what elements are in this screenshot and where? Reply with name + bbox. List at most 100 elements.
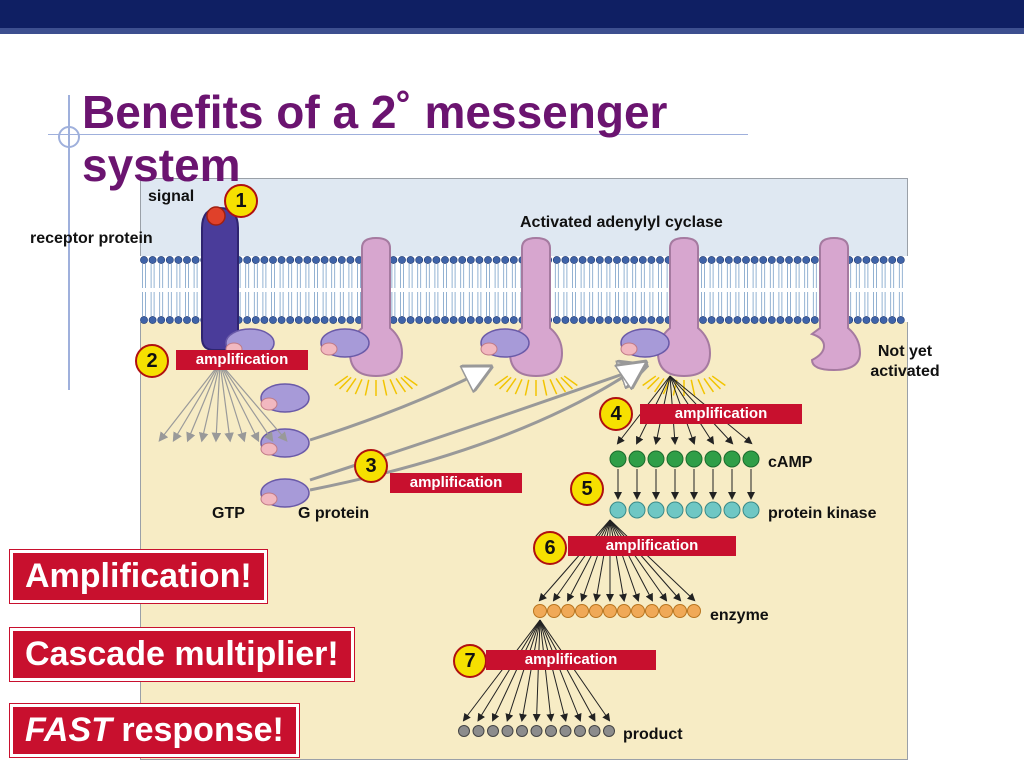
scatter-arrow — [158, 362, 221, 442]
enzyme-molecule — [589, 604, 603, 618]
activation-glow — [389, 378, 398, 395]
amplification-label-2: amplification — [176, 350, 308, 370]
callout-fast-word: FAST — [25, 711, 112, 749]
lipid-tail — [709, 264, 714, 316]
lipid-tail — [787, 264, 791, 316]
lipid-head — [157, 256, 166, 264]
lipid-head — [862, 316, 871, 324]
lipid-head — [140, 316, 148, 324]
lipid-head — [699, 256, 707, 264]
lipid-tail — [855, 264, 860, 316]
lipid-head — [802, 316, 811, 324]
lipid-tail — [606, 264, 611, 316]
protein-kinase — [704, 501, 722, 519]
lipid-head — [501, 316, 510, 324]
product-molecule — [603, 725, 615, 737]
lipid-head — [466, 256, 475, 264]
lipid-tail — [262, 264, 267, 316]
lipid-tail — [451, 264, 456, 316]
lipid-head — [337, 256, 346, 264]
lipid-head — [269, 256, 277, 264]
lipid-head — [312, 316, 320, 324]
lipid-tail — [486, 264, 490, 316]
lipid-head — [570, 256, 578, 264]
enzyme-molecule — [659, 604, 673, 618]
activation-glow — [703, 378, 715, 393]
lipid-tail — [159, 264, 164, 316]
slide-title: Benefits of a 2˚ messenger system — [82, 86, 668, 191]
activation-glow — [555, 378, 567, 393]
lipid-head — [587, 316, 596, 324]
enzyme-molecule — [603, 604, 617, 618]
lipid-head — [475, 316, 484, 324]
lipid-head — [552, 256, 561, 264]
scatter-arrow — [219, 362, 247, 443]
product-molecule — [574, 725, 586, 737]
lipid-head — [165, 316, 174, 324]
lipid-head — [183, 316, 191, 324]
lipid-tail — [468, 264, 473, 316]
lipid-head — [638, 256, 647, 264]
amplification-label-7: amplification — [486, 650, 656, 670]
lipid-head — [561, 316, 570, 324]
activation-glow — [364, 379, 370, 396]
lipid-head — [509, 316, 518, 324]
product-molecule — [472, 725, 485, 737]
lipid-head — [552, 316, 561, 324]
lipid-head — [174, 316, 183, 324]
lipid-head — [793, 256, 802, 264]
lipid-head — [630, 316, 639, 324]
lipid-head — [406, 316, 415, 324]
lipid-head — [492, 256, 501, 264]
enzyme-to-product-arrow — [539, 619, 596, 722]
lipid-head — [320, 316, 329, 324]
pk-to-enzyme-arrow — [609, 519, 653, 602]
lipid-tail — [305, 264, 310, 316]
lipid-head — [260, 256, 269, 264]
lipid-head — [604, 316, 613, 324]
lipid-tail — [443, 264, 447, 316]
lipid-head — [441, 316, 449, 324]
protein-kinase — [666, 501, 684, 519]
lipid-head — [346, 316, 355, 324]
lipid-tail — [417, 264, 422, 316]
lipid-head — [802, 256, 811, 264]
camp-molecule — [666, 450, 684, 468]
lipid-tail — [752, 264, 757, 316]
scatter-arrow — [219, 362, 288, 442]
enzyme-molecule — [673, 604, 687, 618]
activation-glow — [653, 378, 665, 393]
lipid-head — [767, 316, 776, 324]
lipid-tail — [615, 264, 619, 316]
camp-molecule — [685, 450, 703, 468]
lipid-head — [613, 316, 621, 324]
pk-to-enzyme-arrow — [552, 519, 611, 602]
lipid-head — [148, 316, 157, 324]
lipid-tail — [142, 264, 146, 316]
enzyme-to-product-arrow — [532, 619, 541, 722]
lipid-tail — [271, 264, 275, 316]
activation-glow — [338, 376, 352, 390]
camp-molecule — [723, 450, 741, 468]
enzyme-molecule — [561, 604, 575, 618]
lipid-head — [406, 256, 415, 264]
lipid-head — [398, 316, 406, 324]
lipid-head — [174, 256, 183, 264]
lipid-head — [888, 316, 897, 324]
activation-glow — [494, 375, 509, 387]
pk-to-enzyme-arrow — [609, 519, 640, 602]
lipid-head — [337, 316, 346, 324]
product-molecule — [516, 725, 528, 737]
scatter-arrow — [219, 362, 260, 443]
lipid-head — [724, 256, 733, 264]
enzyme-molecule — [547, 604, 561, 618]
lipid-head — [853, 256, 862, 264]
lipid-head — [862, 256, 871, 264]
lipid-head — [853, 316, 862, 324]
pk-to-enzyme-arrow — [580, 519, 611, 602]
lipid-head — [767, 256, 776, 264]
lipid-tail — [640, 264, 645, 316]
lipid-tail — [649, 264, 654, 316]
label-adenylyl-cyclase: Activated adenylyl cyclase — [520, 214, 723, 231]
camp-molecule — [704, 450, 722, 468]
